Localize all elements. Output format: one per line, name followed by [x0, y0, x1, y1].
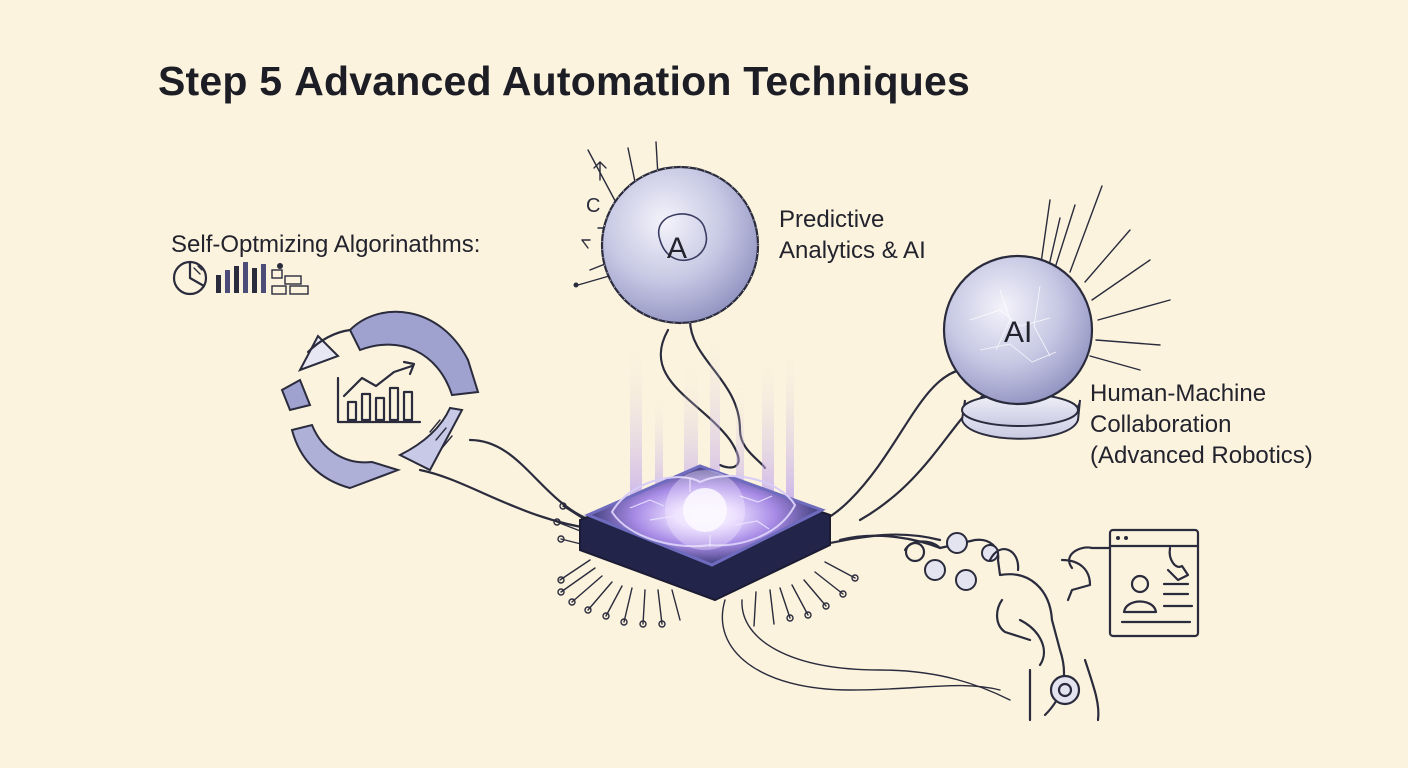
light-beams	[630, 320, 794, 500]
label-self-optimizing: Self-Optmizing Algorinathms:	[171, 229, 480, 260]
predictive-line1: Predictive	[779, 206, 885, 233]
touchscreen-icon	[1108, 528, 1200, 638]
human-sphere-text: AI	[1004, 316, 1032, 349]
predictive-sphere-text: A	[667, 232, 687, 265]
human-machine-sphere: AI	[942, 185, 1171, 440]
predictive-line2: Analytics & AI	[779, 237, 926, 264]
robot-hand-icon	[838, 532, 1112, 722]
pie-chart-icon	[172, 260, 208, 296]
bar-chart-icon	[216, 262, 266, 293]
self-optimizing-text: Self-Optmizing Algorinathms:	[171, 231, 481, 258]
growth-chart-icon	[336, 360, 422, 424]
human-line2: Collaboration	[1090, 411, 1232, 438]
predictive-sphere: C A	[573, 141, 760, 325]
human-line1: Human-Machine	[1090, 380, 1267, 407]
label-predictive-analytics: Predictive Analytics & AI	[779, 204, 926, 266]
arrow-c-glyph: C	[586, 195, 600, 217]
human-line3: (Advanced Robotics)	[1090, 442, 1313, 469]
title-step: Step 5	[158, 58, 283, 104]
label-human-machine: Human-Machine Collaboration (Advanced Ro…	[1090, 378, 1313, 471]
cycle-arrows-icon	[280, 310, 480, 490]
title-text: Advanced Automation Techniques	[294, 58, 970, 104]
ai-chip-icon	[553, 464, 859, 628]
blocks-icon	[271, 263, 309, 295]
